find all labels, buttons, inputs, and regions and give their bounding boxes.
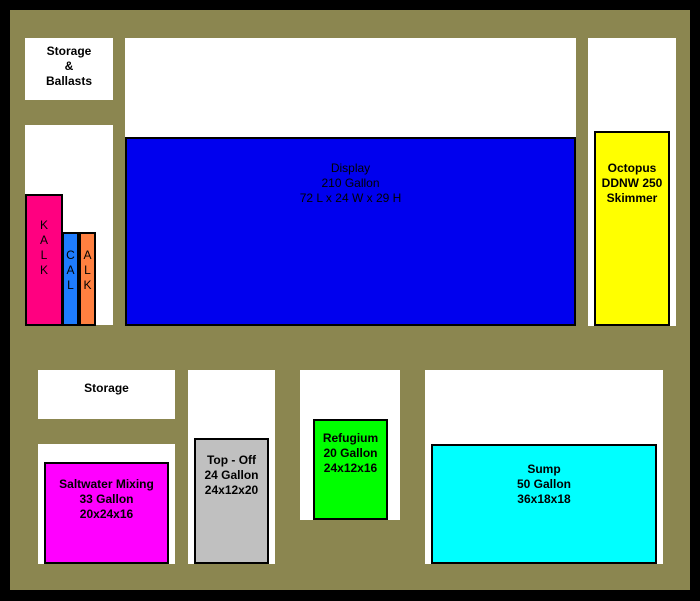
storage-zone: Storage [38,370,175,419]
kalk-letter-k2: K [39,263,48,277]
storage-ballasts-label: Storage & Ballasts [25,44,113,89]
display-title: Display [330,161,371,175]
sump-title: Sump [527,462,561,476]
saltwater-mixing-title: Saltwater Mixing [59,477,154,491]
cal-container: C A L [62,232,79,326]
kalk-letter-l: L [40,248,48,262]
top-off-dimensions: 24x12x20 [204,483,259,497]
alk-letter-k: K [83,278,92,292]
refugium-tank: Refugium 20 Gallon 24x12x16 [313,419,388,520]
alk-container: A L K [79,232,96,326]
saltwater-mixing-tank: Saltwater Mixing 33 Gallon 20x24x16 [44,462,169,564]
kalk-letter-a: A [39,233,48,247]
storage-label: Storage [84,381,129,395]
sump-volume: 50 Gallon [516,477,572,491]
refugium-volume: 20 Gallon [323,446,378,460]
kalk-container: K A L K [25,194,63,326]
storage-ballasts-line2: & [64,59,74,73]
saltwater-mixing-volume: 33 Gallon [79,492,134,506]
alk-letter-a: A [83,248,92,262]
display-dimensions: 72 L x 24 W x 29 H [299,191,402,205]
top-off-volume: 24 Gallon [204,468,259,482]
sump-tank: Sump 50 Gallon 36x18x18 [431,444,657,564]
storage-ballasts-zone: Storage & Ballasts [25,38,113,100]
skimmer-box: Octopus DDNW 250 Skimmer [594,131,670,326]
storage-ballasts-line3: Ballasts [45,74,93,88]
storage-ballasts-line1: Storage [46,44,92,58]
saltwater-mixing-dimensions: 20x24x16 [79,507,134,521]
display-volume: 210 Gallon [321,176,380,190]
refugium-title: Refugium [322,431,379,445]
cal-letter-c: C [66,248,75,262]
skimmer-model: DDNW 250 [601,176,663,190]
skimmer-type: Skimmer [606,191,658,205]
cal-letter-a: A [66,263,75,277]
display-tank: Display 210 Gallon 72 L x 24 W x 29 H [125,137,576,326]
refugium-dimensions: 24x12x16 [323,461,378,475]
alk-letter-l: L [84,263,91,277]
top-off-tank: Top - Off 24 Gallon 24x12x20 [194,438,269,564]
kalk-letter-k1: K [39,218,48,232]
skimmer-brand: Octopus [607,161,657,175]
cal-letter-l: L [67,278,74,292]
top-off-title: Top - Off [206,453,257,467]
sump-dimensions: 36x18x18 [517,492,571,506]
